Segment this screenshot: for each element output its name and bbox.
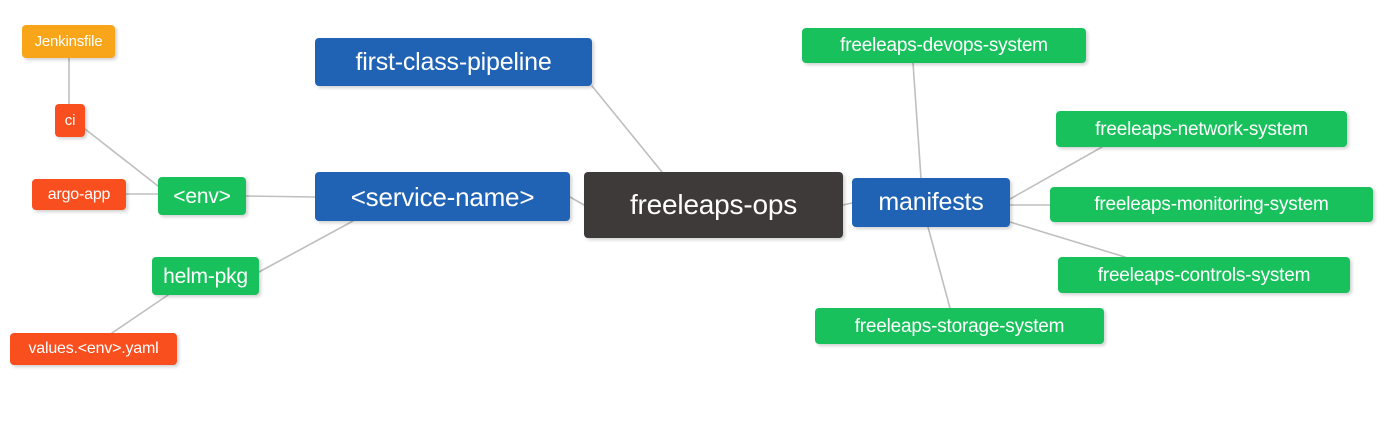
node-env[interactable]: <env>	[158, 177, 246, 215]
node-ci[interactable]: ci	[55, 104, 85, 137]
node-controls[interactable]: freeleaps-controls-system	[1058, 257, 1350, 293]
node-values[interactable]: values.<env>.yaml	[10, 333, 177, 365]
node-pipeline[interactable]: first-class-pipeline	[315, 38, 592, 86]
edge-env-to-ci	[84, 128, 159, 187]
edge-manifests-to-storage	[927, 226, 951, 309]
node-storage[interactable]: freeleaps-storage-system	[815, 308, 1104, 344]
node-label: ci	[64, 112, 76, 129]
edge-service-to-env	[245, 195, 316, 198]
node-devops[interactable]: freeleaps-devops-system	[802, 28, 1086, 63]
node-label: <env>	[173, 184, 231, 208]
edge-helm-to-values	[111, 294, 169, 334]
node-label: freeleaps-devops-system	[840, 35, 1048, 56]
edge-manifests-to-controls	[1009, 221, 1126, 258]
edge-service-to-helm	[258, 220, 354, 273]
node-label: freeleaps-network-system	[1095, 118, 1308, 140]
edge-root-to-manifests	[842, 202, 853, 206]
edge-manifests-to-devops	[912, 62, 922, 179]
node-argo[interactable]: argo-app	[32, 179, 126, 210]
node-service[interactable]: <service-name>	[315, 172, 570, 221]
node-root[interactable]: freeleaps-ops	[584, 172, 843, 238]
node-label: argo-app	[47, 185, 111, 203]
node-label: <service-name>	[350, 181, 535, 212]
node-jenkinsfile[interactable]: Jenkinsfile	[22, 25, 115, 58]
node-label: values.<env>.yaml	[28, 340, 159, 357]
node-label: freeleaps-storage-system	[854, 315, 1065, 337]
node-helm[interactable]: helm-pkg	[152, 257, 259, 295]
node-network[interactable]: freeleaps-network-system	[1056, 111, 1347, 147]
node-manifests[interactable]: manifests	[852, 178, 1010, 227]
node-label: manifests	[878, 188, 984, 216]
edge-root-to-service	[569, 196, 585, 206]
edge-manifests-to-network	[1009, 146, 1103, 200]
node-monitoring[interactable]: freeleaps-monitoring-system	[1050, 187, 1373, 222]
node-label: freeleaps-ops	[629, 189, 798, 220]
edge-root-to-pipeline	[591, 85, 663, 173]
node-label: helm-pkg	[163, 264, 248, 288]
node-label: freeleaps-monitoring-system	[1094, 194, 1329, 215]
node-label: freeleaps-controls-system	[1097, 264, 1311, 286]
node-label: first-class-pipeline	[355, 47, 552, 76]
node-label: Jenkinsfile	[34, 33, 103, 50]
